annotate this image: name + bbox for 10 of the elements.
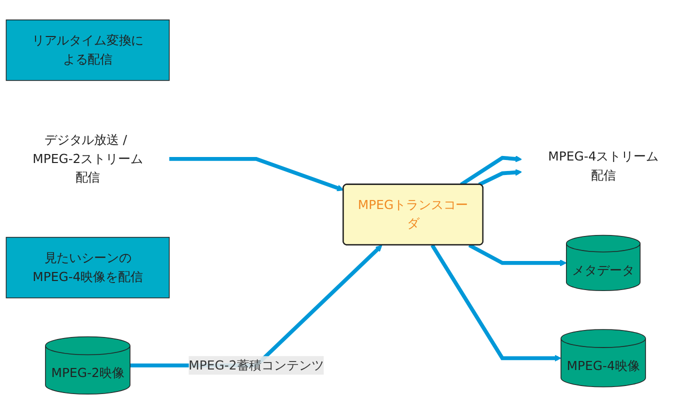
arrow xyxy=(169,156,344,192)
arrow xyxy=(460,156,522,186)
node-text: MPEG-4ストリーム配信 xyxy=(548,149,658,182)
node-box: リアルタイム変換による配信 xyxy=(6,20,170,81)
node-text: デジタル放送 / MPEG-2ストリーム配信 xyxy=(32,132,143,185)
edge-label: MPEG-2蓄積コンテンツ xyxy=(188,358,324,372)
node-box: 見たいシーンのMPEG-4映像を配信 xyxy=(6,236,170,298)
arrow xyxy=(478,168,522,186)
arrow xyxy=(468,243,567,266)
arrow xyxy=(430,244,562,362)
